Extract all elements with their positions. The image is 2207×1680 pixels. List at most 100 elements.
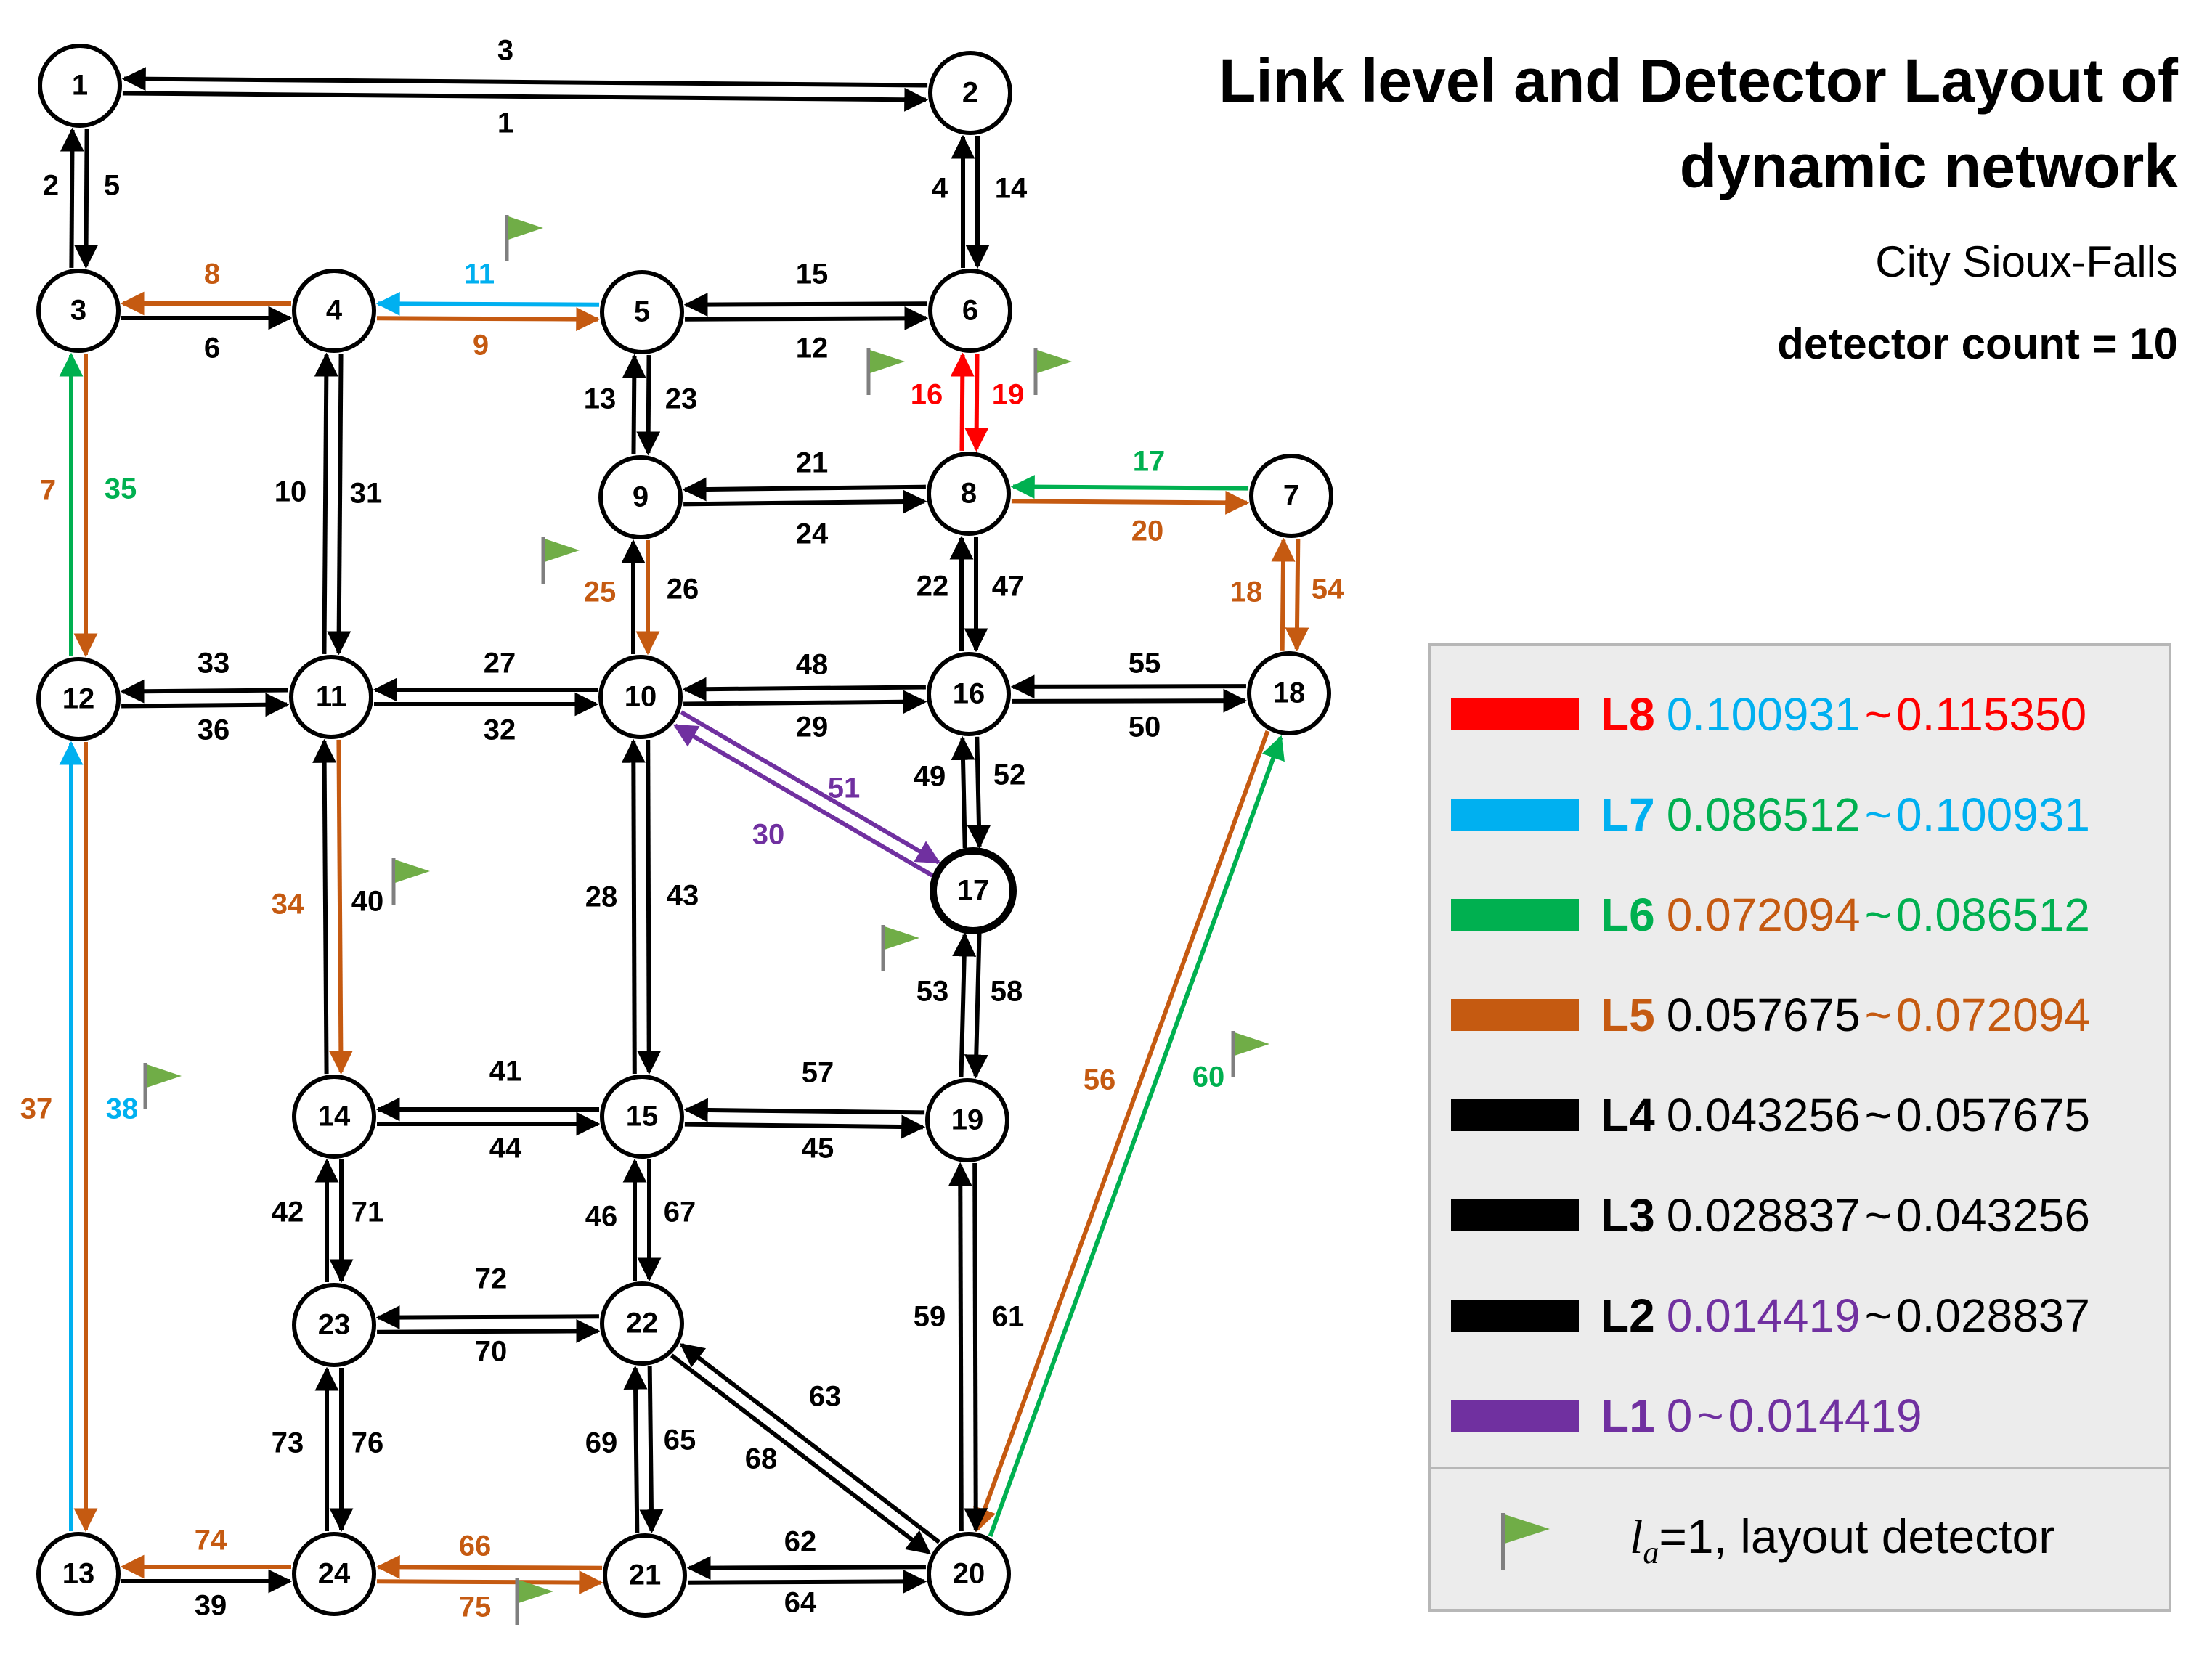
link-10 [327, 354, 351, 656]
legend-level-label: L6 [1601, 889, 1655, 941]
node-10: 10 [598, 655, 683, 739]
legend-low-value: 0.014419 [1666, 1289, 1861, 1342]
legend-divider [1431, 1467, 2169, 1469]
link-label-73: 73 [272, 1427, 304, 1459]
legend-swatch [1451, 899, 1579, 931]
legend-separator: ~ [1864, 1189, 1892, 1241]
node-label: 16 [953, 678, 985, 710]
link-label-40: 40 [351, 886, 384, 918]
link-label-22: 22 [916, 571, 949, 603]
link-61 [948, 1162, 972, 1532]
link-label-7: 7 [40, 475, 56, 507]
title-block: Link level and Detector Layout of dynami… [1219, 38, 2178, 369]
link-23 [622, 354, 646, 454]
link-label-45: 45 [802, 1133, 834, 1165]
node-label: 5 [634, 296, 650, 328]
link-70 [375, 1305, 599, 1330]
link-52 [951, 735, 975, 849]
link-label-28: 28 [585, 881, 618, 913]
node-label: 14 [318, 1101, 351, 1133]
link-label-11: 11 [464, 258, 495, 290]
node-label: 4 [326, 295, 343, 327]
node-label: 11 [316, 681, 346, 713]
legend-high-value: 0.028837 [1896, 1289, 2090, 1342]
node-12: 12 [36, 657, 121, 741]
link-label-39: 39 [195, 1590, 227, 1622]
link-label-42: 42 [272, 1196, 304, 1228]
flag-icon [1231, 1031, 1269, 1077]
node-label: 8 [961, 478, 977, 510]
link-label-46: 46 [585, 1201, 618, 1233]
node-label: 21 [629, 1559, 662, 1591]
link-65 [623, 1365, 648, 1533]
link-54 [1271, 537, 1296, 651]
link-34 [328, 739, 353, 1075]
legend-separator: ~ [1864, 989, 1892, 1041]
node-19: 19 [925, 1078, 1009, 1162]
legend-level-label: L3 [1601, 1189, 1655, 1241]
legend-detector-note: la=1, layout detector [1431, 1469, 2169, 1609]
link-29 [683, 690, 927, 714]
link-label-14: 14 [995, 173, 1028, 205]
link-label-62: 62 [784, 1526, 817, 1558]
detector-count: detector count = 10 [1777, 319, 2178, 368]
legend-level-label: L8 [1601, 688, 1655, 741]
legend-low-value: 0 [1666, 1390, 1693, 1442]
legend-high-value: 0.100931 [1896, 788, 2090, 841]
legend-high-value: 0.072094 [1896, 989, 2090, 1041]
link-label-16: 16 [911, 379, 943, 411]
link-57 [683, 1098, 925, 1122]
node-7: 7 [1249, 454, 1333, 538]
link-label-48: 48 [796, 649, 829, 681]
link-label-70: 70 [475, 1336, 508, 1368]
link-label-34: 34 [272, 889, 304, 921]
legend-separator: ~ [1864, 688, 1892, 741]
link-label-53: 53 [916, 976, 949, 1008]
link-label-38: 38 [106, 1093, 139, 1125]
legend-low-value: 0.086512 [1666, 788, 1861, 841]
flag-icon [505, 215, 543, 261]
link-28 [637, 739, 662, 1075]
link-label-26: 26 [667, 574, 699, 605]
link-label-76: 76 [351, 1427, 384, 1459]
node-16: 16 [927, 652, 1011, 736]
legend-swatch [1451, 1300, 1579, 1332]
link-label-57: 57 [802, 1057, 834, 1089]
link-36 [121, 693, 290, 717]
link-label-65: 65 [664, 1424, 696, 1456]
link-label-31: 31 [350, 478, 383, 510]
link-43 [621, 738, 646, 1075]
detector-note-text: la=1, layout detector [1630, 1509, 2054, 1571]
flag-icon [881, 925, 919, 971]
legend-swatch [1451, 1400, 1579, 1432]
labels-layer: 1234567891011121314151617181920212223242… [20, 35, 1344, 1623]
link-21 [682, 477, 926, 502]
link-label-12: 12 [796, 333, 829, 364]
link-label-6: 6 [204, 333, 220, 364]
legend-separator: ~ [1864, 1289, 1892, 1342]
link-49 [967, 736, 991, 849]
link-69 [639, 1366, 664, 1534]
node-label: 13 [62, 1558, 95, 1590]
link-label-66: 66 [459, 1530, 492, 1562]
link-label-58: 58 [991, 976, 1023, 1008]
legend-high-value: 0.086512 [1896, 889, 2090, 941]
node-label: 6 [962, 295, 978, 327]
node-2: 2 [928, 51, 1012, 135]
link-label-64: 64 [784, 1587, 817, 1619]
title-line-1: Link level and Detector Layout of [1219, 46, 2178, 115]
link-40 [312, 738, 337, 1075]
link-label-72: 72 [475, 1263, 508, 1295]
node-9: 9 [598, 455, 683, 539]
link-label-41: 41 [489, 1056, 522, 1088]
legend-low-value: 0.043256 [1666, 1089, 1861, 1141]
link-label-19: 19 [992, 379, 1025, 411]
link-30 [680, 710, 941, 865]
link-18 [1285, 539, 1309, 652]
detector-symbol: l [1630, 1511, 1643, 1564]
flag-icon [1501, 1513, 1550, 1570]
